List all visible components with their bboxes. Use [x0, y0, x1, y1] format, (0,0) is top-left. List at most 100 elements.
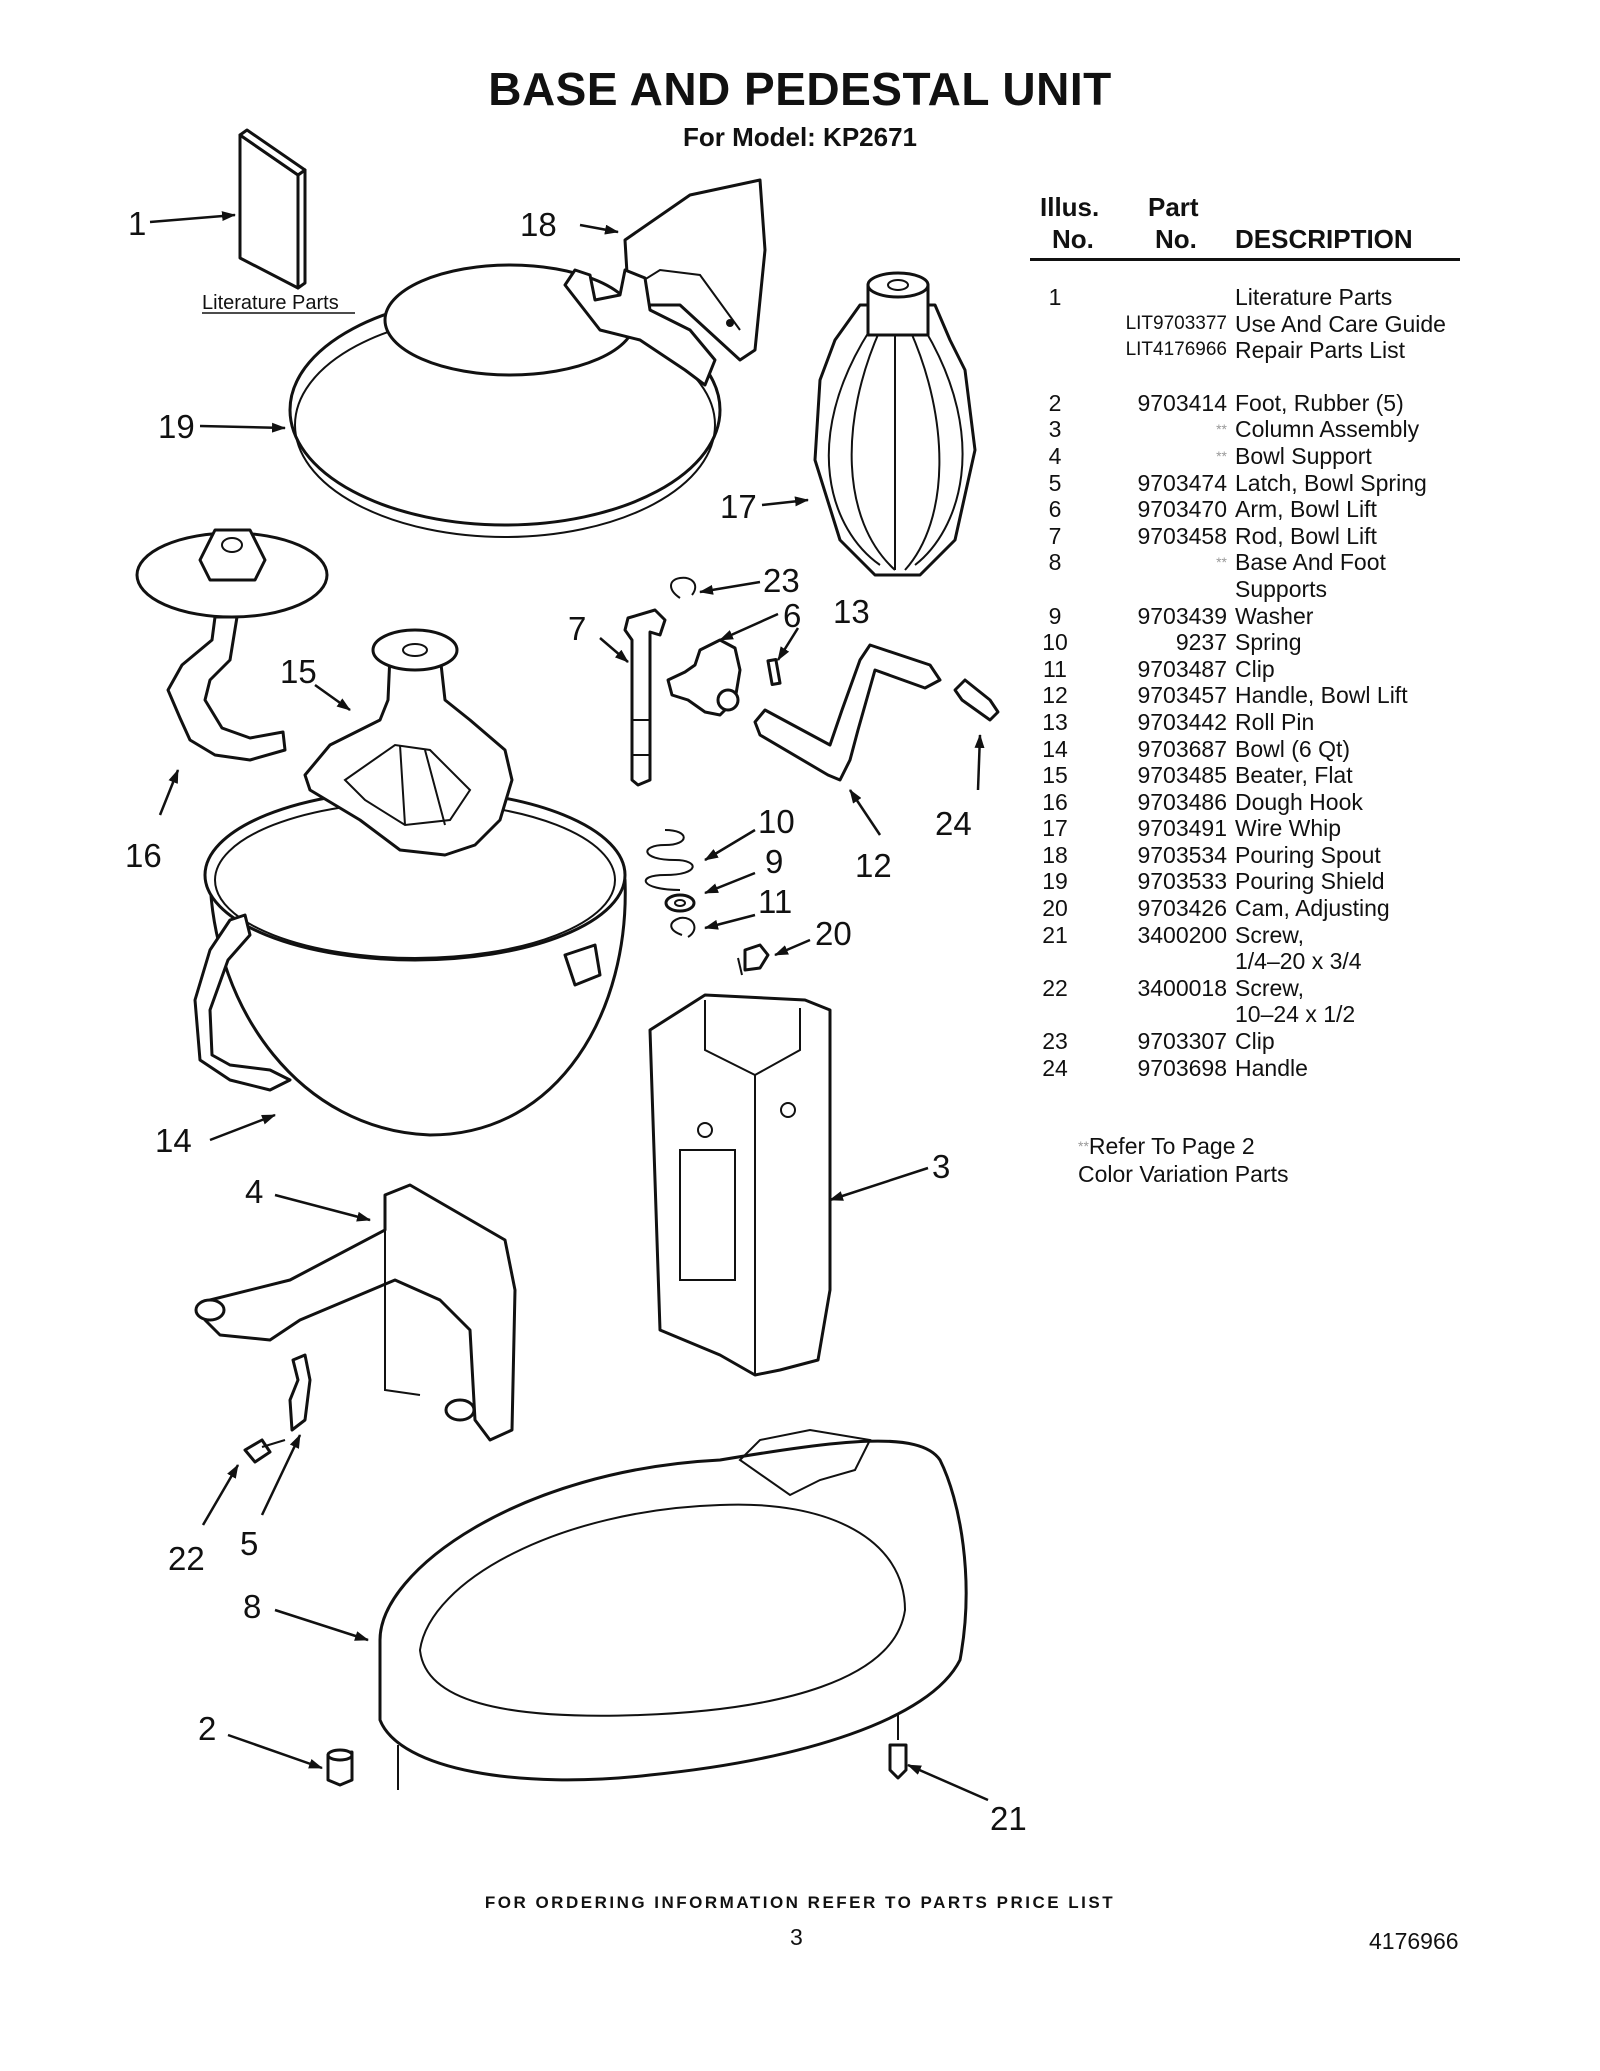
callout-2: 2	[198, 1710, 216, 1747]
callout-20: 20	[815, 915, 852, 952]
callout-14: 14	[155, 1122, 192, 1159]
illus-no: 21	[1042, 921, 1068, 948]
illus-no: 19	[1042, 868, 1068, 895]
model-subtitle: For Model: KP2671	[682, 122, 918, 152]
callout-arrows	[149, 211, 989, 1802]
adjusting-cam-part	[737, 943, 770, 976]
color-variation-footnote: **Refer To Page 2 Color Variation Parts	[1078, 1132, 1289, 1188]
part-description: Pouring Shield	[1235, 868, 1385, 895]
part-no: 9703687	[1137, 735, 1227, 762]
illus-no: 7	[1048, 522, 1062, 549]
table-row: 11 9703487 Clip	[1030, 656, 1470, 683]
part-no-reference: **	[1216, 447, 1227, 464]
header-part-line2: No.	[1155, 224, 1197, 254]
table-row: 1 Literature Parts	[1030, 284, 1470, 311]
callout-7: 7	[568, 610, 586, 647]
callout-17: 17	[720, 488, 757, 525]
part-description: Repair Parts List	[1235, 337, 1406, 364]
illus-no: 5	[1048, 469, 1062, 496]
part-no: 9703307	[1137, 1028, 1227, 1055]
table-row: LIT9703377 Use And Care Guide	[1030, 311, 1470, 338]
part-no: 9703474	[1137, 469, 1227, 496]
illus-no: 1	[1048, 284, 1062, 310]
header-description: DESCRIPTION	[1235, 224, 1413, 254]
part-no: LIT4176966	[1125, 339, 1227, 361]
document-number: 4176966	[1369, 1928, 1459, 1954]
footnote-marker: **	[1078, 1138, 1089, 1154]
table-row: 13 9703442 Roll Pin	[1030, 709, 1470, 736]
part-no: 9703470	[1137, 496, 1227, 523]
part-no: LIT9703377	[1125, 312, 1227, 334]
page-title: BASE AND PEDESTAL UNIT	[488, 63, 1112, 115]
clip-23-part	[670, 576, 697, 599]
part-no: 9703487	[1137, 655, 1227, 682]
literature-parts-label: Literature Parts	[202, 292, 339, 314]
part-description: Use And Care Guide	[1235, 310, 1446, 337]
footnote-line-2: Color Variation Parts	[1078, 1161, 1289, 1187]
illus-no: 8	[1048, 549, 1062, 576]
part-no: 9703533	[1137, 868, 1227, 895]
literature-parts-booklet: Literature Parts	[202, 128, 355, 314]
part-no: 9237	[1175, 629, 1227, 656]
table-row: 6 9703470 Arm, Bowl Lift	[1030, 496, 1470, 523]
callout-8: 8	[243, 1588, 261, 1625]
illus-no: 13	[1042, 708, 1068, 735]
illus-no: 22	[1042, 974, 1068, 1001]
part-description: Spring	[1235, 629, 1302, 656]
part-description: Column Assembly	[1235, 416, 1420, 443]
roll-pin-part	[766, 657, 782, 687]
part-description: Bowl Support	[1235, 442, 1372, 469]
callout-9: 9	[765, 843, 783, 880]
part-description: Roll Pin	[1235, 708, 1315, 735]
part-description: Supports	[1235, 575, 1328, 602]
part-description: Literature Parts	[1235, 284, 1393, 310]
callout-5: 5	[240, 1525, 258, 1562]
part-description: Arm, Bowl Lift	[1235, 496, 1377, 523]
bowl-support-part	[194, 1183, 517, 1442]
illus-no: 18	[1042, 841, 1068, 868]
illus-no: 15	[1042, 762, 1068, 789]
callout-1: 1	[128, 205, 146, 242]
part-no: 9703491	[1137, 815, 1227, 842]
dough-hook-part	[135, 528, 329, 762]
illus-no: 10	[1042, 629, 1068, 656]
part-description: Clip	[1235, 1028, 1275, 1055]
illus-no: 6	[1048, 496, 1062, 523]
part-no: 9703426	[1137, 895, 1227, 922]
header-illus-line2: No.	[1052, 224, 1094, 254]
washer-part	[664, 893, 696, 913]
table-row: 1/4–20 x 3/4	[1030, 948, 1470, 975]
illus-no: 11	[1043, 655, 1067, 682]
part-description: Screw,	[1235, 974, 1305, 1001]
part-description: Foot, Rubber (5)	[1235, 389, 1404, 416]
table-row: 19 9703533 Pouring Shield	[1030, 868, 1470, 895]
illus-no: 12	[1042, 682, 1068, 709]
part-description: Beater, Flat	[1235, 762, 1353, 789]
part-no: 9703442	[1137, 708, 1227, 735]
bowl-part	[193, 788, 627, 1137]
table-row: 8**Base And Foot	[1030, 549, 1470, 576]
callout-13: 13	[833, 593, 870, 630]
table-row: 10–24 x 1/2	[1030, 1001, 1470, 1028]
callout-12: 12	[855, 847, 892, 884]
illus-no: 24	[1042, 1054, 1068, 1081]
header-illus-line1: Illus.	[1040, 192, 1100, 222]
bowl-lift-arm-part	[666, 638, 742, 717]
clip-11-part	[670, 916, 696, 938]
illus-no: 9	[1048, 602, 1062, 629]
part-no: 9703414	[1137, 389, 1227, 416]
part-description: 1/4–20 x 3/4	[1235, 948, 1362, 975]
part-description: Pouring Spout	[1235, 841, 1381, 868]
illus-no: 17	[1042, 815, 1068, 842]
handle-24-part	[953, 678, 1000, 722]
illus-no: 14	[1042, 735, 1068, 762]
wire-whip-part	[813, 271, 977, 577]
part-description: Clip	[1235, 655, 1275, 682]
